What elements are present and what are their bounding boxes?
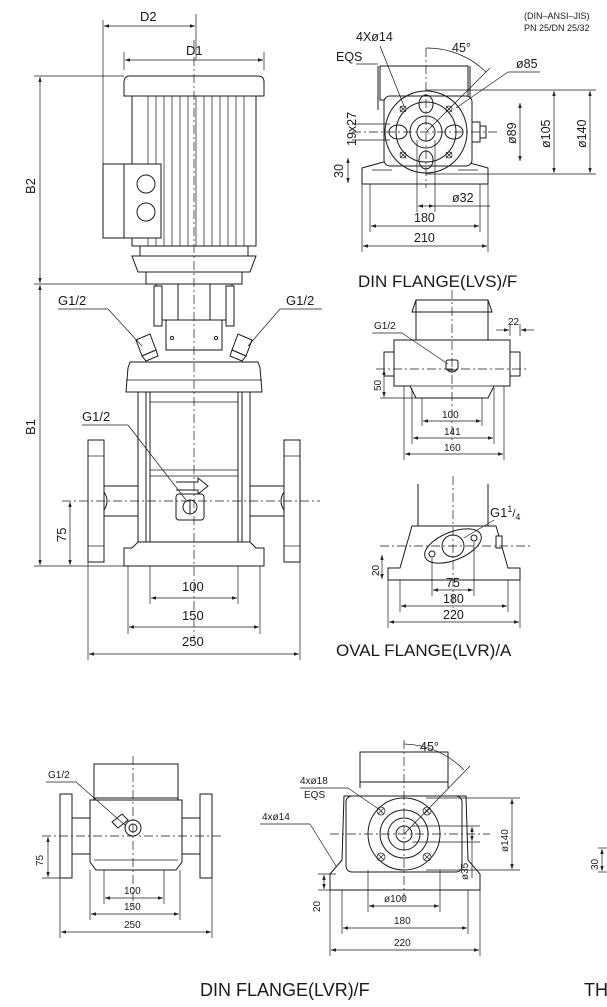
- lvr-w250-label: 250: [124, 920, 141, 931]
- lvs-caption: DIN FLANGE(LVS)/F: [358, 272, 517, 291]
- din-flange-lvs-view: 45° 4Xø14 EQS ø85 19x27 30 ø89 ø105 ø140…: [332, 30, 596, 291]
- edge-h30-label: 30: [590, 858, 601, 870]
- lvs-d89-label: ø89: [505, 122, 519, 144]
- b2-label: B2: [23, 178, 38, 194]
- lvs-d32-label: ø32: [452, 191, 474, 205]
- lvs-side-view: G1/2 22 50 100 141 160: [372, 290, 534, 460]
- lvr-w150-label: 150: [124, 902, 141, 913]
- lvs-angle-label: 45°: [452, 41, 471, 55]
- oval-w75-label: 75: [446, 576, 460, 590]
- lvs-d140-label: ø140: [575, 119, 589, 148]
- standard-note: (DIN–ANSI–JIS): [524, 11, 590, 21]
- edge-caption-fragment: TH: [584, 980, 607, 1000]
- lvs-slot-label: 19x27: [345, 112, 359, 146]
- lvr-holes18-label: 4xø18: [300, 776, 328, 787]
- lvr-front-view: G1/2 75 100 150 250: [35, 756, 222, 938]
- lvs-d85-label: ø85: [516, 57, 538, 71]
- mid-w160-label: 160: [444, 443, 461, 454]
- lvr-d140-label: ø140: [500, 829, 511, 852]
- mid-w100-label: 100: [442, 410, 459, 421]
- mid-h50-label: 50: [373, 379, 384, 391]
- lvr-caption: DIN FLANGE(LVR)/F: [200, 980, 370, 1000]
- lvs-h30-label: 30: [332, 164, 346, 178]
- main-h75-label: 75: [54, 528, 69, 542]
- lvr-w100-label: 100: [124, 886, 141, 897]
- lvr-d35-label: ø35: [460, 862, 471, 880]
- oval-w180-label: 180: [443, 592, 464, 606]
- lvr-g-label: G1/2: [48, 770, 70, 781]
- main-g-right-label: G1/2: [286, 293, 314, 308]
- mid-w141-label: 141: [444, 427, 461, 438]
- d1-label: D1: [186, 43, 203, 58]
- lvr-d100-label: ø100: [384, 894, 407, 905]
- lvs-eqs-label: EQS: [336, 50, 362, 64]
- main-g-left-label: G1/2: [58, 293, 86, 308]
- mid-w22-label: 22: [508, 317, 520, 328]
- lvr-angle-label: 45°: [420, 740, 439, 754]
- d2-label: D2: [140, 9, 157, 24]
- oval-caption: OVAL FLANGE(LVR)/A: [336, 641, 512, 660]
- lvs-d105-label: ø105: [539, 119, 553, 148]
- left-plug-icon: [135, 333, 159, 362]
- main-w250-label: 250: [182, 634, 204, 649]
- pump-elevation-view: D2 D1: [23, 9, 322, 660]
- oval-g-label: G11/4: [490, 504, 520, 522]
- right-plug-icon: [229, 333, 253, 362]
- mid-g-label: G1/2: [374, 321, 396, 332]
- main-w100-label: 100: [182, 579, 204, 594]
- b1-label: B1: [23, 419, 38, 435]
- lvs-w210-label: 210: [414, 231, 435, 245]
- lvs-w180-label: 180: [414, 211, 435, 225]
- lvr-eqs-label: EQS: [304, 790, 325, 801]
- main-w150-label: 150: [182, 608, 204, 623]
- oval-h20-label: 20: [371, 564, 382, 576]
- edge-view-fragment: 30 TH: [584, 847, 607, 1000]
- oval-w220-label: 220: [443, 608, 464, 622]
- oval-flange-view: G11/4 20 75 180 220 OVAL FLANGE(LVR)/A: [336, 476, 530, 660]
- lvr-h20-label: 20: [312, 900, 323, 912]
- lvr-holes14-label: 4xø14: [262, 812, 290, 823]
- lvs-holes-label: 4Xø14: [356, 30, 393, 44]
- pressure-note: PN 25/DN 25/32: [524, 23, 590, 33]
- lvr-top-view: 45° 4xø18 EQS 4xø14 ø140 ø35 20 ø100 180: [260, 740, 520, 956]
- main-g-center-label: G1/2: [82, 409, 110, 424]
- lvr-w180-label: 180: [394, 916, 411, 927]
- lvr-w220-label: 220: [394, 938, 411, 949]
- flow-arrow-icon: [176, 476, 209, 496]
- lvr-h75-label: 75: [35, 854, 46, 866]
